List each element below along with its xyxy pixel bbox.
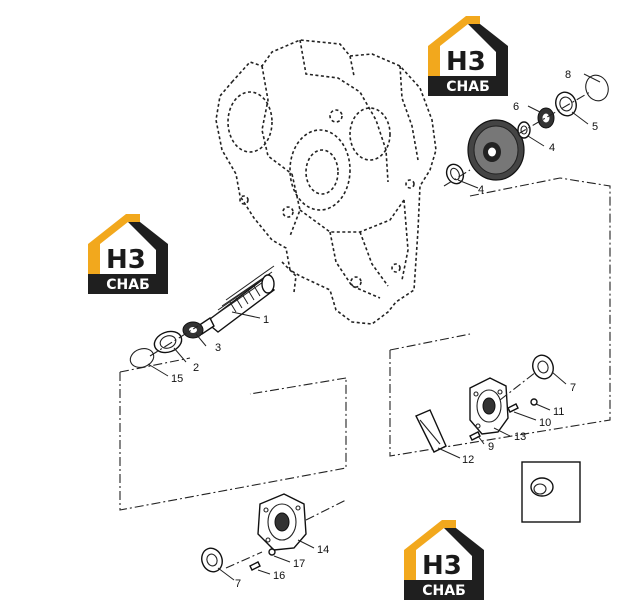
callout-8: 8 [565, 69, 571, 81]
part-17-washer [268, 548, 276, 556]
part-12-gasket [415, 409, 447, 453]
part-3-bearing [182, 321, 204, 339]
callout-16: 16 [273, 570, 285, 582]
assembly-lines [149, 91, 591, 569]
part-16-bolt [249, 561, 261, 571]
callout-12: 12 [462, 454, 474, 466]
callout-7-bottom: 7 [235, 578, 241, 590]
part-8-oring [585, 74, 609, 102]
callout-4-lower: 4 [478, 184, 484, 196]
callout-4-upper: 4 [549, 142, 555, 154]
part-2-seal [153, 330, 183, 354]
callout-7-right: 7 [570, 382, 576, 394]
part-5-seal [555, 91, 577, 117]
part-4-washer-lower [445, 163, 465, 185]
part-11-washer [530, 398, 538, 406]
cover-plate-frames [119, 177, 611, 511]
transmission-housing [215, 39, 437, 325]
part-7-seal-bottom [201, 547, 223, 573]
part-14-cover [257, 493, 307, 551]
callout-labels: 1 2 3 4 4 5 6 7 7 8 9 10 11 12 13 14 15 … [171, 69, 598, 590]
part-6-bearing [537, 107, 555, 129]
logo-letters: H3 [446, 47, 486, 77]
leader-lines [147, 73, 601, 581]
watermark-logo-left: H3 СНАБ [88, 214, 168, 294]
callout-13: 13 [514, 431, 526, 443]
logo-text: СНАБ [106, 277, 150, 293]
part-gear [467, 119, 525, 181]
callout-2: 2 [193, 362, 199, 374]
callout-10: 10 [539, 417, 551, 429]
logo-text: СНАБ [446, 79, 490, 95]
logo-letters: H3 [422, 551, 462, 581]
callout-11: 11 [553, 406, 564, 418]
callout-15: 15 [171, 373, 183, 385]
inset-plug [521, 461, 581, 523]
part-7-seal-right [532, 354, 554, 380]
part-13-cover [469, 377, 509, 435]
callout-1: 1 [263, 314, 269, 326]
callout-17: 17 [293, 558, 305, 570]
part-9-bolt [469, 431, 481, 441]
watermark-logo-top: H3 СНАБ [428, 16, 508, 96]
callout-9: 9 [488, 441, 494, 453]
watermark-logo-bottom: H3 СНАБ [404, 520, 484, 600]
callout-3: 3 [215, 342, 221, 354]
logo-text: СНАБ [422, 583, 466, 599]
callout-6: 6 [513, 101, 519, 113]
part-10-bolt [507, 403, 519, 413]
logo-letters: H3 [106, 245, 146, 275]
callout-14: 14 [317, 544, 329, 556]
callout-5: 5 [592, 121, 598, 133]
